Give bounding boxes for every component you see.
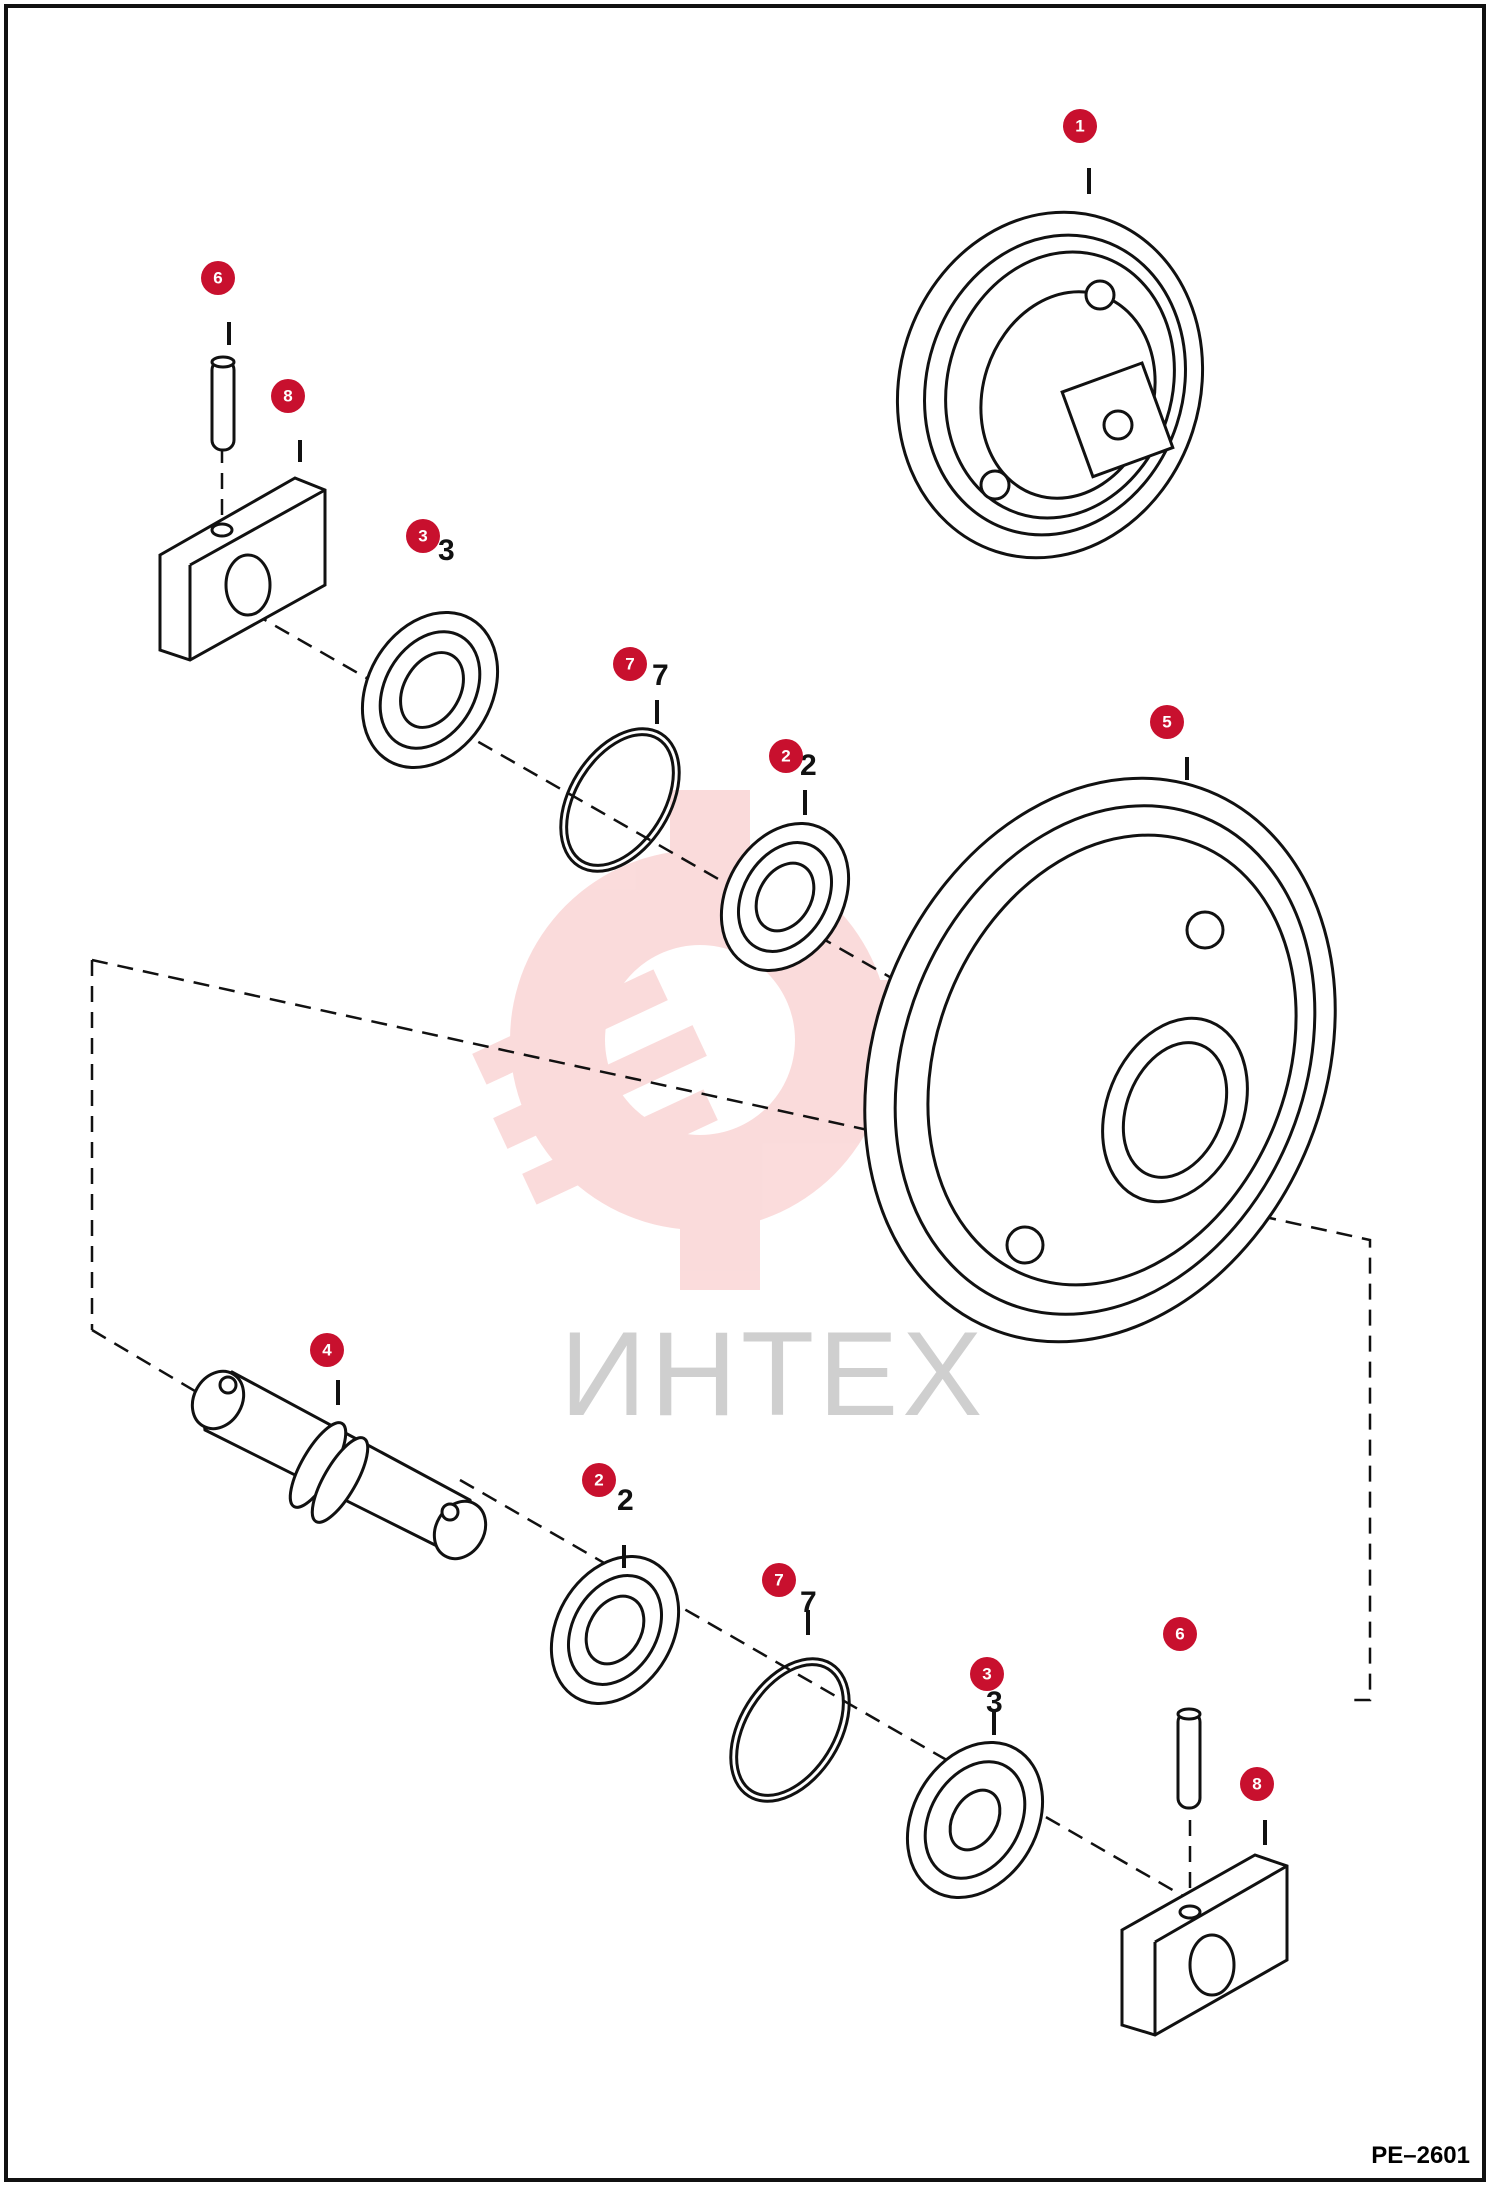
- part-snap-ring-bottom: [729, 1657, 851, 1803]
- part-snap-ring-top: [559, 727, 681, 873]
- svg-text:6: 6: [1175, 1625, 1184, 1644]
- svg-text:7: 7: [625, 655, 634, 674]
- figure-id: PE–2601: [1371, 2142, 1470, 2169]
- callout-3-top: 3: [406, 519, 440, 553]
- svg-text:3: 3: [418, 527, 427, 546]
- watermark-logo: [472, 790, 940, 1290]
- callout-2-bottom: 2: [582, 1463, 616, 1497]
- svg-text:7: 7: [774, 1571, 783, 1590]
- callout-4: 4: [310, 1333, 344, 1367]
- part-idler-assembly: [895, 210, 1205, 560]
- callout-6-top: 6: [201, 261, 235, 295]
- ghost-label: 7: [800, 1586, 817, 1619]
- svg-text:5: 5: [1162, 713, 1171, 732]
- part-mount-block-top: [158, 476, 327, 662]
- part-pin-top: [210, 355, 236, 452]
- ghost-label: 2: [800, 749, 817, 782]
- ghost-label: 3: [986, 1686, 1003, 1719]
- callout-3-bottom: 3: [970, 1657, 1004, 1691]
- svg-text:3: 3: [982, 1665, 991, 1684]
- callout-2-top: 2: [769, 739, 803, 773]
- ghost-label: 7: [652, 659, 669, 692]
- leader-lines: [227, 168, 1267, 1845]
- part-seal-top: [360, 611, 500, 769]
- callout-8-bottom: 8: [1240, 1767, 1274, 1801]
- callout-7-bottom: 7: [762, 1563, 796, 1597]
- svg-text:1: 1: [1075, 117, 1084, 136]
- watermark-text: ИНТЕХ: [560, 1307, 986, 1441]
- callout-5: 5: [1150, 705, 1184, 739]
- part-mount-block-bottom: [1120, 1853, 1289, 2037]
- svg-text:8: 8: [283, 387, 292, 406]
- ghost-label: 2: [617, 1484, 634, 1517]
- svg-text:6: 6: [213, 269, 222, 288]
- part-bearing-top: [719, 821, 851, 973]
- svg-text:4: 4: [322, 1341, 332, 1360]
- callout-8-top: 8: [271, 379, 305, 413]
- part-bearing-bottom: [549, 1554, 681, 1706]
- callout-1: 1: [1063, 109, 1097, 143]
- svg-text:2: 2: [594, 1471, 603, 1490]
- svg-text:8: 8: [1252, 1775, 1261, 1794]
- callout-7-top: 7: [613, 647, 647, 681]
- part-seal-bottom: [905, 1741, 1045, 1899]
- svg-text:2: 2: [781, 747, 790, 766]
- part-shaft: [190, 1369, 488, 1561]
- ghost-label: 3: [438, 534, 455, 567]
- original-digit-labels: 3 7 2 2 7 3: [438, 534, 1003, 1719]
- part-pin-bottom: [1176, 1707, 1202, 1810]
- part-large-wheel: [863, 776, 1337, 1344]
- callout-6-bottom: 6: [1163, 1617, 1197, 1651]
- assembly-lines: [90, 395, 1372, 1920]
